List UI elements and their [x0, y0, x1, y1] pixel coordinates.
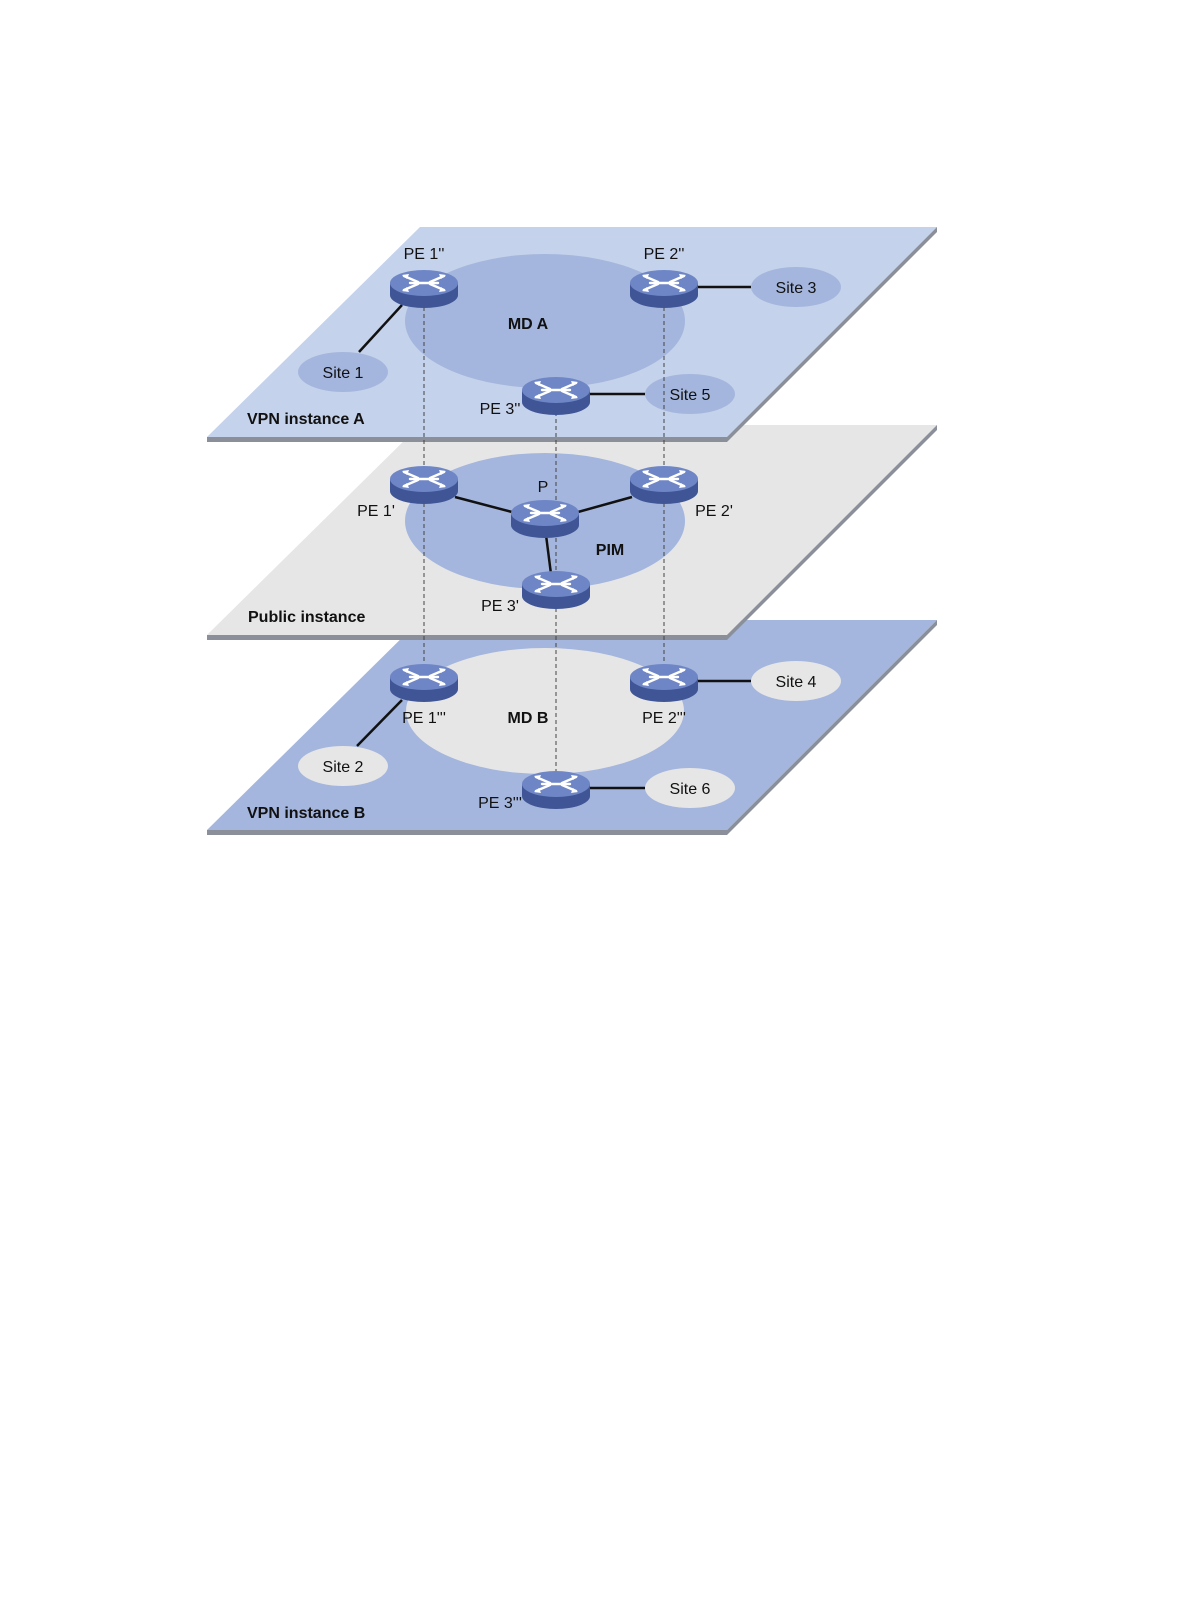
pe3-a-label: PE 3'' [480, 401, 521, 418]
pe2-public-label: PE 2' [695, 503, 733, 520]
site-1-label: Site 1 [323, 365, 364, 382]
site-2-label: Site 2 [323, 759, 364, 776]
vpn-instance-b-label: VPN instance B [247, 805, 365, 822]
router-icon [522, 771, 590, 809]
site-4-label: Site 4 [776, 674, 817, 691]
router-icon [522, 571, 590, 609]
md-a-label: MD A [508, 316, 549, 333]
router-icon [630, 466, 698, 504]
router-icon [630, 664, 698, 702]
pe3-public-label: PE 3' [481, 598, 519, 615]
router-icon [390, 270, 458, 308]
pe1-a-label: PE 1'' [404, 246, 445, 263]
pe2-b-label: PE 2''' [642, 710, 686, 727]
site-6-label: Site 6 [670, 781, 711, 798]
md-b-label: MD B [508, 710, 549, 727]
vpn-instance-b-plane-edge [207, 830, 727, 835]
site-3-label: Site 3 [776, 280, 817, 297]
vpn-instance-a-label: VPN instance A [247, 411, 365, 428]
vpn-instance-a-plane-edge [207, 437, 727, 442]
pe1-b-label: PE 1''' [402, 710, 446, 727]
router-icon [390, 466, 458, 504]
router-icon [630, 270, 698, 308]
pe3-b-label: PE 3''' [478, 795, 522, 812]
pe2-a-label: PE 2'' [644, 246, 685, 263]
pim-label: PIM [596, 542, 624, 559]
router-icon [511, 500, 579, 538]
p-router-label: P [538, 479, 549, 496]
public-instance-plane-edge [207, 635, 727, 640]
public-instance-label: Public instance [248, 609, 365, 626]
site-5-label: Site 5 [670, 387, 711, 404]
router-icon [390, 664, 458, 702]
router-icon [522, 377, 590, 415]
pe1-public-label: PE 1' [357, 503, 395, 520]
